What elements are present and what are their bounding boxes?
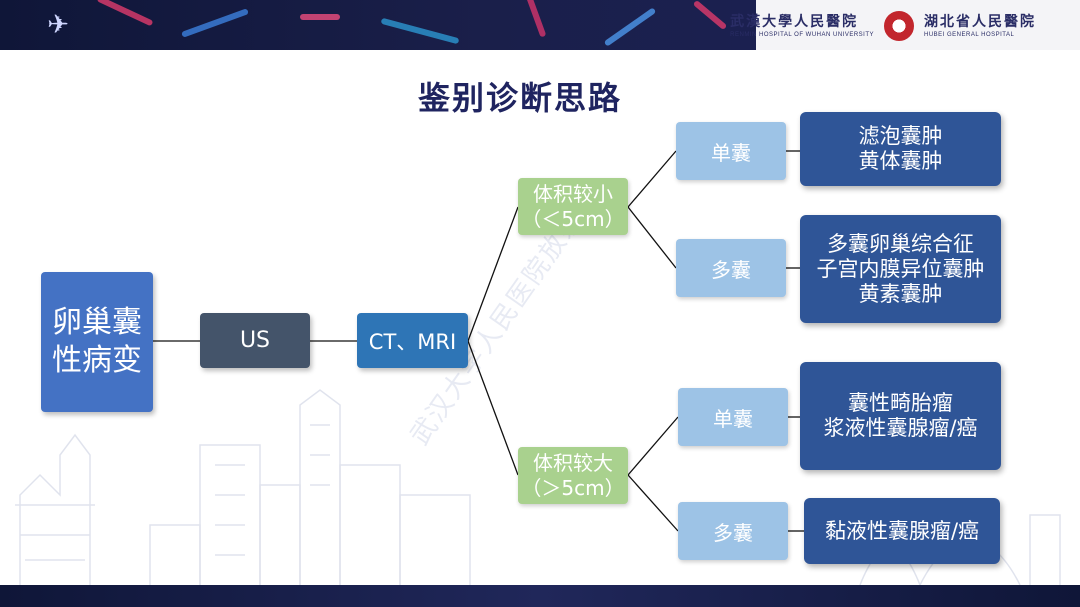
diagnosis-large-single: 囊性畸胎瘤 浆液性囊腺瘤/癌 [800, 362, 1001, 470]
hospital-2-name: 湖北省人民醫院 [924, 14, 1036, 30]
slide-title: 鉴别诊断思路 [417, 79, 622, 117]
small-volume-node: 体积较小 （＜5cm） [518, 178, 628, 235]
connector-small-multi [627, 206, 677, 269]
connector-large-multi [627, 474, 679, 532]
small-multi-cyst-node: 多囊 [676, 239, 786, 297]
hospital-1-english: RENMIN HOSPITAL OF WUHAN UNIVERSITY [730, 32, 874, 38]
ct-mri-node: CT、MRI [357, 313, 468, 368]
decorative-stroke [300, 14, 340, 20]
large-single-cyst-node: 单囊 [678, 388, 788, 446]
large-volume-node: 体积较大 （＞5cm） [518, 447, 628, 504]
large-multi-cyst-node: 多囊 [678, 502, 788, 560]
connector-ct-large [467, 340, 519, 476]
connector-ct-small [467, 206, 519, 342]
diagnosis-small-multi: 多囊卵巢综合征 子宫内膜异位囊肿 黄素囊肿 [800, 215, 1001, 323]
hospital-2: 湖北省人民醫院 HUBEI GENERAL HOSPITAL [924, 13, 1036, 39]
footer-band [0, 585, 1080, 607]
connector-large-single [627, 416, 679, 476]
us-node: US [200, 313, 310, 368]
hospital-2-english: HUBEI GENERAL HOSPITAL [924, 32, 1015, 38]
hospital-logos: 武漢大學人民醫院 RENMIN HOSPITAL OF WUHAN UNIVER… [730, 8, 1036, 44]
hospital-1-name: 武漢大學人民醫院 [730, 14, 859, 30]
hospital-emblem-icon [884, 11, 914, 41]
header-banner: ✈ 武漢大學人民醫院 RENMIN HOSPITAL OF WUHAN UNIV… [0, 0, 1080, 50]
diagnosis-large-multi: 黏液性囊腺瘤/癌 [804, 498, 1000, 564]
root-node: 卵巢囊 性病变 [41, 272, 153, 412]
city-skyline-background [15, 389, 1061, 585]
hospital-1: 武漢大學人民醫院 RENMIN HOSPITAL OF WUHAN UNIVER… [730, 13, 874, 39]
connector-small-single [627, 150, 677, 208]
diagnosis-small-single: 滤泡囊肿 黄体囊肿 [800, 112, 1001, 186]
small-single-cyst-node: 单囊 [676, 122, 786, 180]
crane-logo-icon: ✈ [47, 10, 69, 40]
